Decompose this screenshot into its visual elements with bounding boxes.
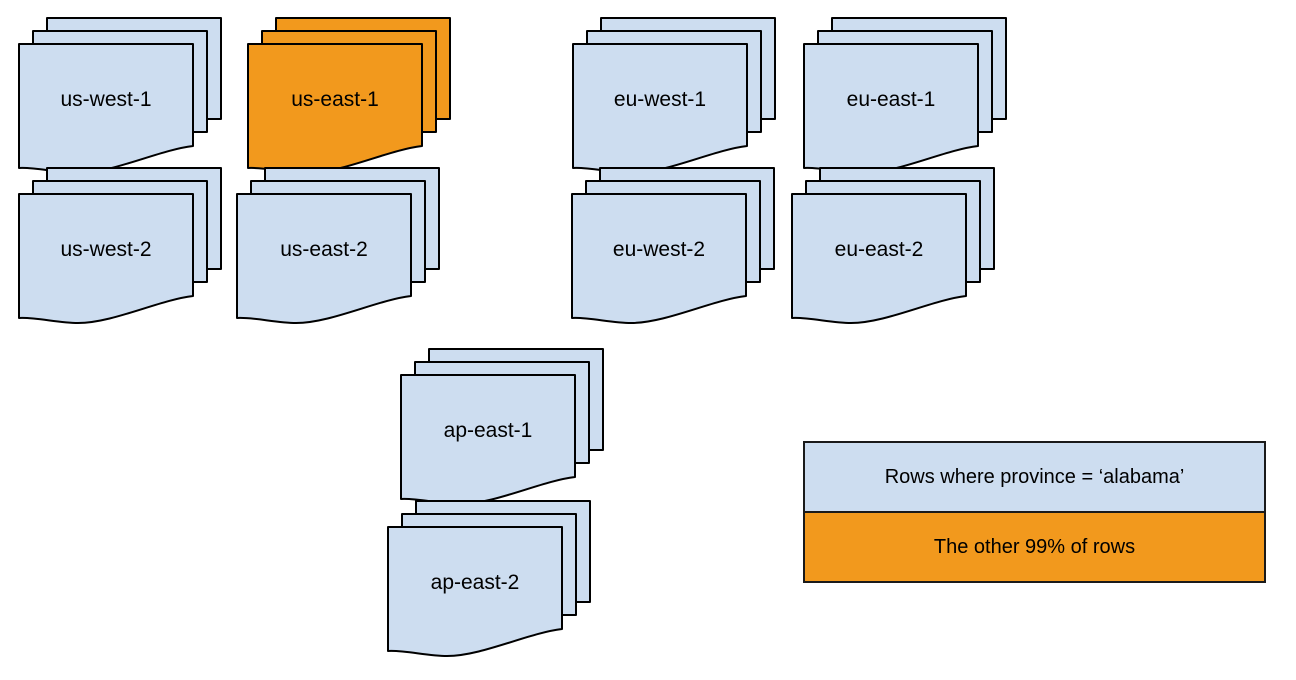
legend-label-alabama: Rows where province = ‘alabama’ [884, 465, 1185, 488]
document-stack-icon [791, 167, 995, 324]
document-stack-icon [247, 17, 451, 174]
document-stack-icon [387, 500, 591, 657]
region-stack-us-east-1: us-east-1 [247, 16, 452, 178]
document-stack-icon [18, 17, 222, 174]
region-stack-us-east-2: us-east-2 [236, 166, 441, 328]
document-stack-icon [236, 167, 440, 324]
region-stack-eu-west-2: eu-west-2 [571, 166, 776, 328]
legend-label-other-rows: The other 99% of rows [933, 535, 1136, 558]
legend-row-alabama: Rows where province = ‘alabama’ [805, 443, 1264, 511]
document-stack-icon [400, 348, 604, 505]
document-stack-icon [18, 167, 222, 324]
region-stack-us-west-1: us-west-1 [18, 16, 223, 178]
document-stack-icon [572, 17, 776, 174]
region-stack-eu-east-1: eu-east-1 [803, 16, 1008, 178]
document-stack-icon [571, 167, 775, 324]
region-stack-us-west-2: us-west-2 [18, 166, 223, 328]
region-stack-ap-east-2: ap-east-2 [387, 499, 592, 661]
document-stack-icon [803, 17, 1007, 174]
region-stack-eu-east-2: eu-east-2 [791, 166, 996, 328]
legend: Rows where province = ‘alabama’ The othe… [803, 441, 1266, 583]
region-stack-ap-east-1: ap-east-1 [400, 347, 605, 509]
region-stack-eu-west-1: eu-west-1 [572, 16, 777, 178]
legend-row-other-rows: The other 99% of rows [805, 511, 1264, 581]
